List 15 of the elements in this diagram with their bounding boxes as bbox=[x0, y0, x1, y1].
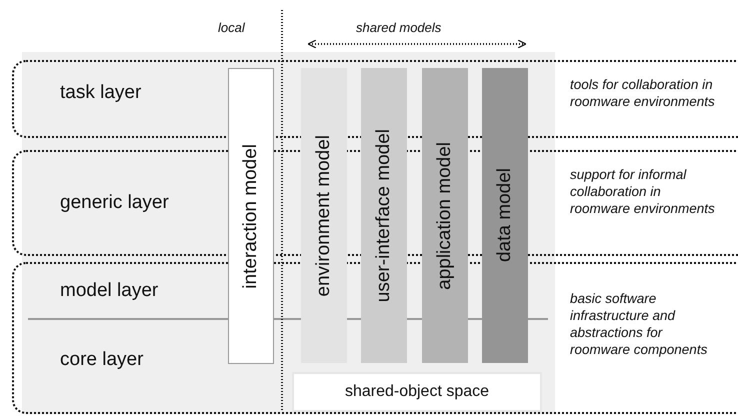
model-column: environment model bbox=[301, 68, 347, 363]
description-text: support for informal collaboration in roomware environments bbox=[570, 166, 716, 217]
model-column: application model bbox=[422, 68, 468, 363]
layer-label: task layer bbox=[60, 82, 142, 104]
model-column: interaction model bbox=[228, 68, 274, 364]
heading-label: local bbox=[218, 20, 245, 35]
description-text: basic software infrastructure and abstractions for roomware components bbox=[570, 290, 708, 358]
description-text: tools for collaboration in roomware environments bbox=[570, 76, 716, 110]
model-column: data model bbox=[482, 68, 528, 363]
model-column: user-interface model bbox=[361, 68, 407, 363]
layer-label: model layer bbox=[60, 280, 158, 302]
space-box: shared-object space bbox=[292, 372, 542, 412]
heading-label: shared models bbox=[356, 20, 442, 35]
layer-label: generic layer bbox=[60, 192, 169, 214]
layer-label: core layer bbox=[60, 349, 144, 371]
